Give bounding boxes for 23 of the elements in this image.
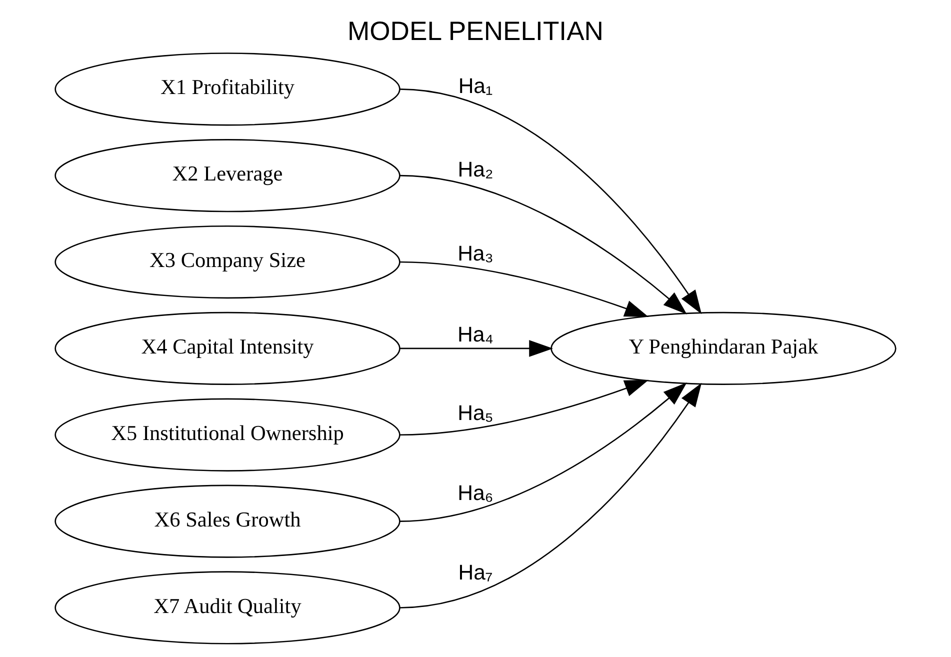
arrow [400,382,702,608]
arrow [400,380,649,436]
node-ellipse: X5 Institutional Ownership [54,398,400,472]
edge-label: Ha₅ [458,400,494,425]
edge-label: Ha₄ [458,322,494,347]
arrow [400,174,687,314]
node-ellipse: X1 Profitability [54,52,400,126]
node-ellipse: X3 Company Size [54,225,400,299]
node-ellipse: X4 Capital Intensity [54,312,400,386]
edge-label: Ha₂ [458,158,494,182]
edge-label: Ha₆ [458,480,494,505]
arrow [400,88,702,314]
arrow [400,340,554,357]
node-ellipse: X6 Sales Growth [54,484,400,558]
diagram-title: MODEL PENELITIAN [348,16,604,46]
edge-label: Ha₁ [458,74,493,98]
arrow [400,261,649,317]
edge-label: Ha₃ [458,241,494,266]
node-ellipse: Y Penghindaran Pajak [550,312,896,386]
arrow [400,382,687,522]
node-ellipse: X7 Audit Quality [54,571,400,644]
node-ellipse: X2 Leverage [54,139,400,212]
edge-label: Ha₇ [458,560,493,585]
